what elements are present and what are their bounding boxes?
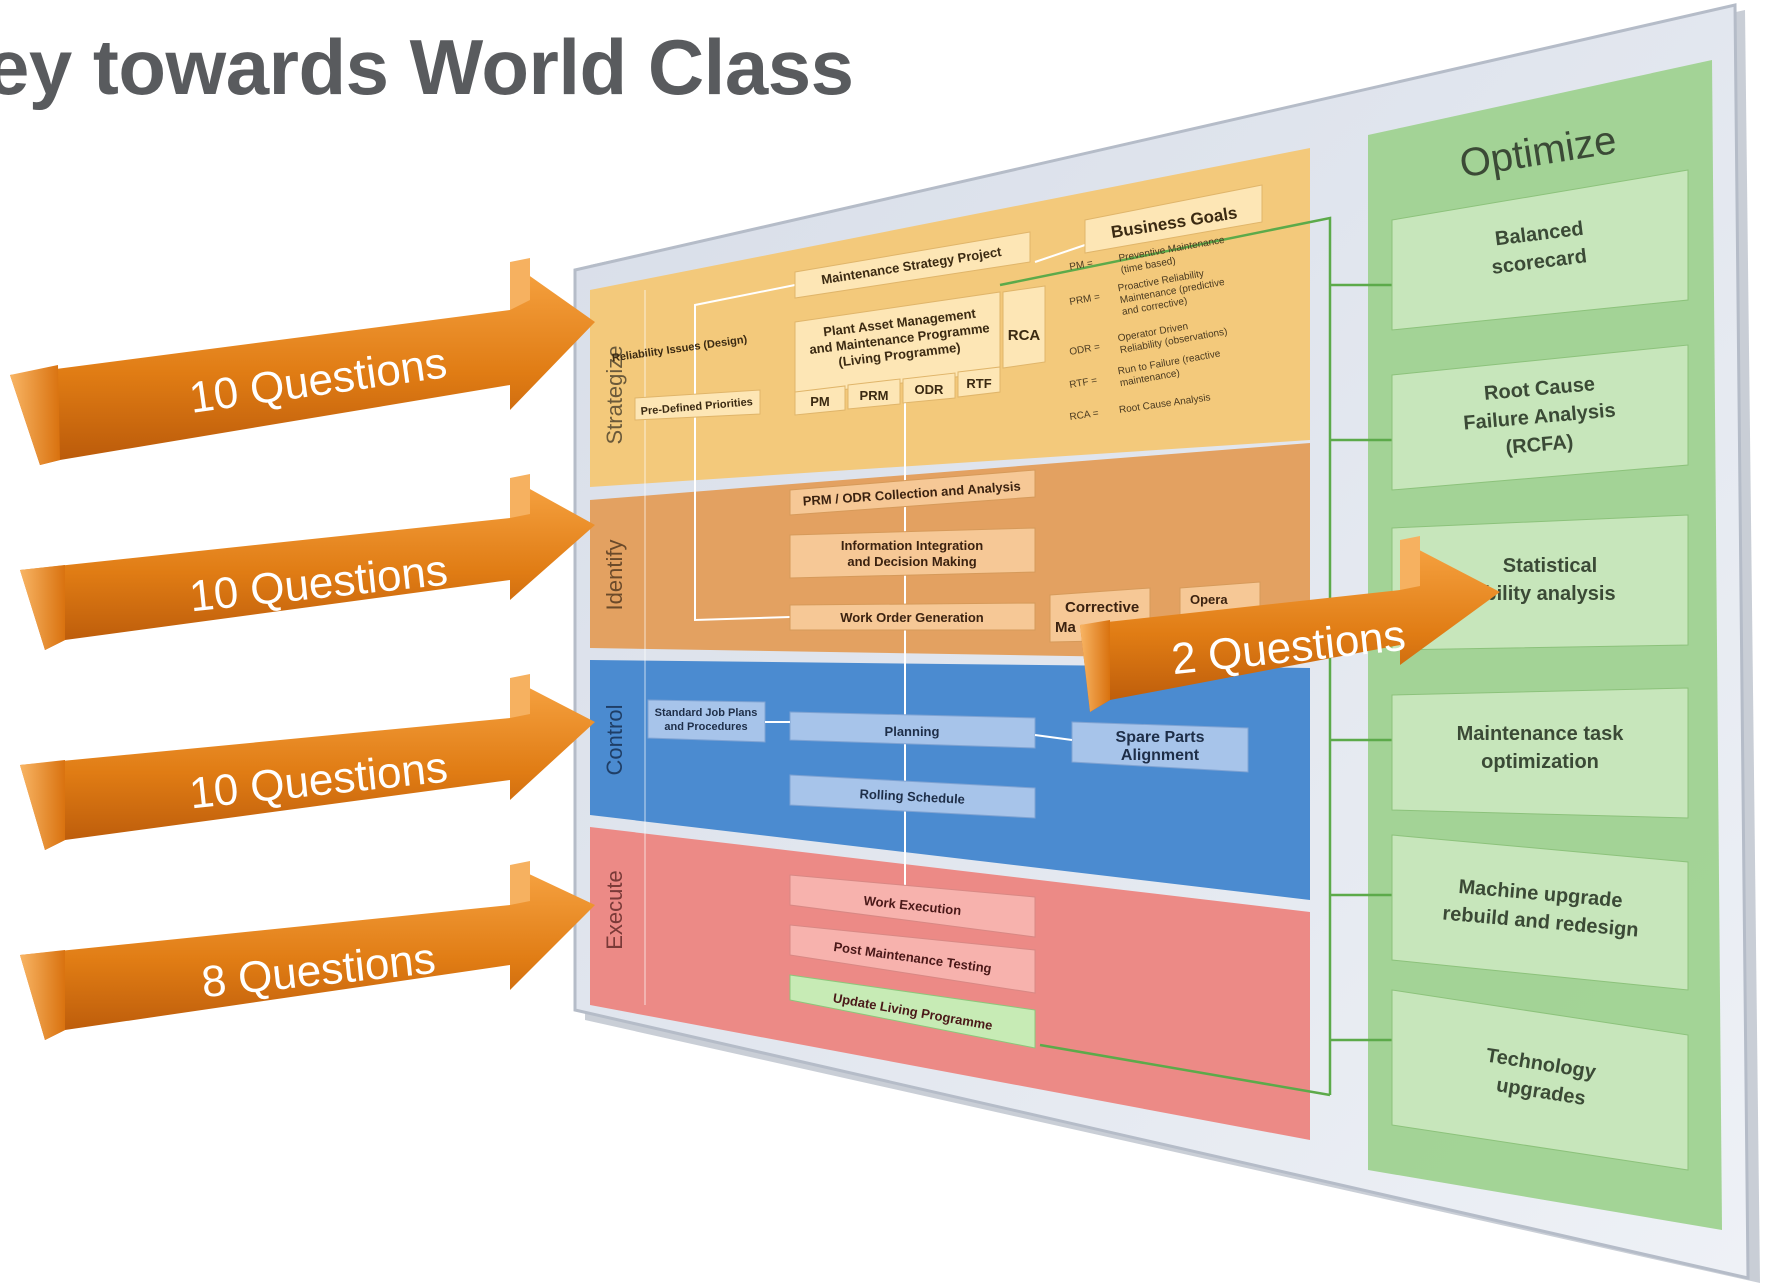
operations-label: Opera bbox=[1190, 592, 1228, 607]
band-label-strategize: Strategize bbox=[602, 345, 627, 444]
question-arrow-2: 10 Questions bbox=[20, 474, 595, 650]
band-label-execute: Execute bbox=[602, 870, 627, 950]
work-order-label: Work Order Generation bbox=[840, 610, 984, 625]
legend-abbr-pm: PM = bbox=[1069, 258, 1094, 273]
sub-rtf: RTF bbox=[966, 376, 991, 391]
standard-jobs-box bbox=[647, 699, 766, 743]
rolling-schedule-label: Rolling Schedule bbox=[859, 786, 965, 806]
question-arrow-1: 10 Questions bbox=[10, 258, 595, 465]
rca-box bbox=[1002, 285, 1046, 369]
planning-box bbox=[789, 711, 1036, 749]
business-goals-box bbox=[1084, 184, 1263, 254]
optimize-box-2 bbox=[1391, 344, 1689, 491]
sub-prm: PRM bbox=[860, 388, 889, 403]
post-testing-box bbox=[789, 924, 1036, 994]
legend-abbr-rtf: RTF = bbox=[1069, 375, 1099, 391]
standard-jobs-line-1: Standard Job Plans bbox=[655, 707, 758, 719]
update-living-box bbox=[789, 974, 1036, 1049]
information-integration-box bbox=[789, 527, 1036, 579]
standard-jobs-line-2: and Procedures bbox=[664, 721, 747, 733]
legend-abbr-prm: PRM = bbox=[1069, 292, 1101, 308]
band-label-control: Control bbox=[602, 705, 627, 776]
sub-programme-row: PM PRM ODR RTF bbox=[794, 366, 1001, 416]
optimize-item-3-line-1: Statistical bbox=[1503, 555, 1597, 577]
optimize-box-6 bbox=[1391, 989, 1689, 1171]
page-title: ey towards World Class bbox=[0, 23, 854, 111]
question-arrow-4: 8 Questions bbox=[20, 861, 595, 1040]
spare-parts-line-1: Spare Parts bbox=[1116, 729, 1205, 746]
collection-analysis-box bbox=[789, 469, 1036, 516]
sub-odr: ODR bbox=[915, 382, 945, 397]
question-arrow-3: 10 Questions bbox=[20, 674, 595, 850]
corrective-line-1: Corrective bbox=[1065, 599, 1139, 616]
corrective-line-2: Ma bbox=[1055, 619, 1076, 636]
legend-abbr-rca: RCA = bbox=[1069, 408, 1100, 423]
work-order-box bbox=[789, 602, 1036, 631]
sub-pm: PM bbox=[810, 394, 830, 409]
green-feedback-lines bbox=[999, 216, 1400, 1097]
optimize-box-4 bbox=[1391, 687, 1689, 819]
abbreviation-legend: PM = Preventive Maintenance (time based)… bbox=[1069, 235, 1229, 423]
legend-abbr-odr: ODR = bbox=[1069, 342, 1101, 358]
control-band bbox=[590, 660, 1310, 900]
information-integration-line-1: Information Integration bbox=[841, 538, 983, 553]
optimize-item-3-line-2: bility analysis bbox=[1484, 583, 1615, 605]
spare-parts-box bbox=[1071, 721, 1249, 773]
planning-label: Planning bbox=[885, 724, 940, 739]
band-label-identify: Identify bbox=[602, 540, 627, 611]
information-integration-line-2: and Decision Making bbox=[847, 554, 976, 569]
rolling-schedule-box bbox=[789, 774, 1036, 819]
optimize-item-4-line-2: optimization bbox=[1481, 751, 1599, 773]
strategy-project-box bbox=[794, 231, 1031, 299]
spare-parts-line-2: Alignment bbox=[1121, 747, 1200, 764]
work-execution-box bbox=[789, 874, 1036, 938]
pre-defined-priorities-box bbox=[634, 389, 761, 421]
optimize-box-5 bbox=[1391, 834, 1689, 991]
rca-label: RCA bbox=[1008, 327, 1041, 344]
optimize-item-4-line-1: Maintenance task bbox=[1457, 723, 1625, 745]
optimize-box-1 bbox=[1391, 169, 1689, 331]
